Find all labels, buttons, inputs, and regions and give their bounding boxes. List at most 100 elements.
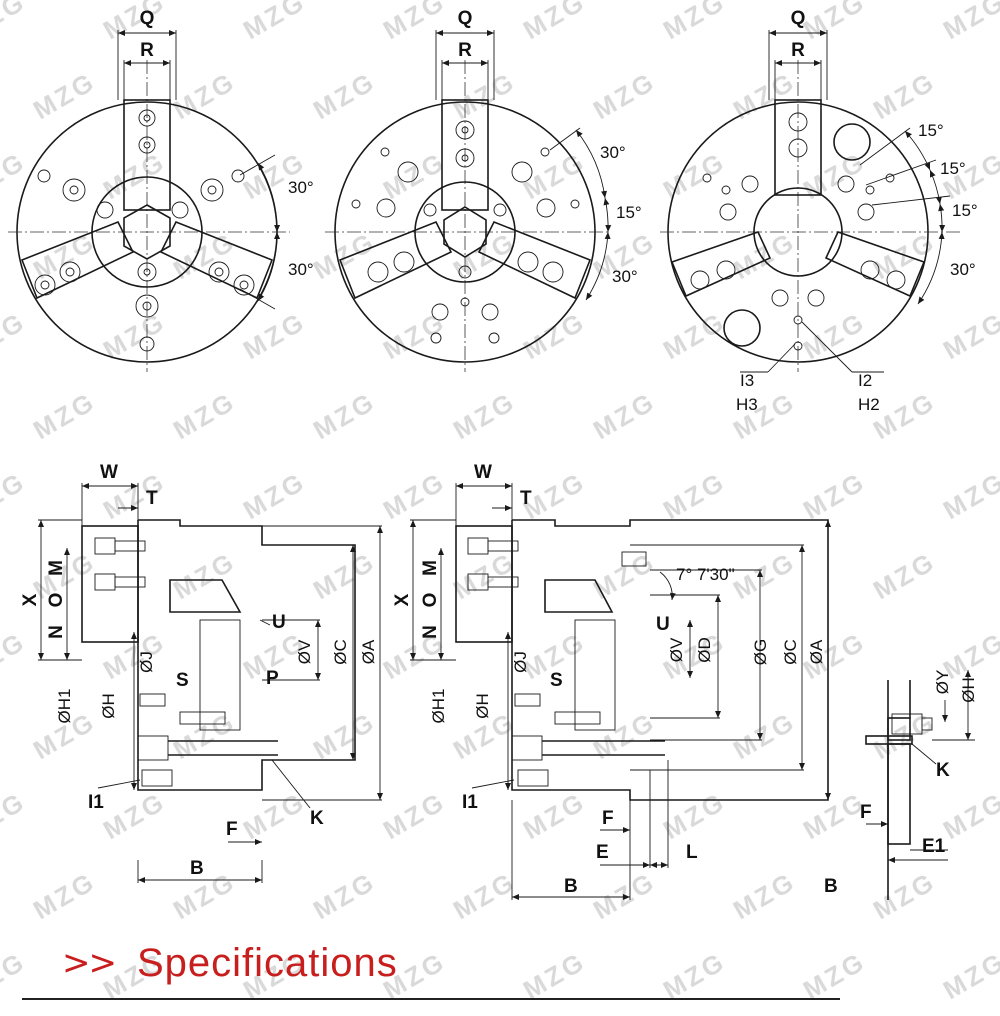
watermark-text: MZG xyxy=(308,546,381,605)
dim-label-i1: I1 xyxy=(88,792,104,813)
dim-label-b: B xyxy=(564,876,578,897)
dim-label-e: E xyxy=(596,842,609,863)
watermark-text: MZG xyxy=(0,626,31,685)
angle-label: 30° xyxy=(612,267,638,286)
front-view-labels: Q R Q R Q R 30° 30° 30° 15° 30° 15° 15° … xyxy=(140,8,978,414)
watermark-text: MZG xyxy=(0,146,31,205)
watermark-text: MZG xyxy=(378,0,451,45)
watermark-text: MZG xyxy=(938,466,1000,525)
watermark-text: MZG xyxy=(308,706,381,765)
dim-label-s: S xyxy=(176,670,189,691)
watermark-text: MZG xyxy=(588,706,661,765)
dim-label-u: U xyxy=(272,612,286,633)
hole-label-h2: H2 xyxy=(858,395,880,414)
dim-label-q: Q xyxy=(791,8,806,29)
dim-label-od: ØD xyxy=(695,637,714,663)
watermark-text: MZG xyxy=(168,866,241,925)
watermark-text: MZG xyxy=(798,946,871,1005)
dim-label-n: N xyxy=(46,625,67,639)
dim-label-w: W xyxy=(474,462,492,483)
section-heading: >> Specifications xyxy=(62,938,398,988)
watermark-text: MZG xyxy=(658,0,731,45)
watermark-text: MZG xyxy=(448,546,521,605)
dim-label-ov: ØV xyxy=(295,639,314,664)
dim-label-x: X xyxy=(20,593,41,606)
dim-label-m: M xyxy=(420,560,441,576)
angle-label: 30° xyxy=(288,260,314,279)
dim-label-r: R xyxy=(458,40,472,61)
dim-label-oh1: ØH1 xyxy=(429,689,448,724)
section-view-2 xyxy=(410,483,831,900)
dim-label-t: T xyxy=(146,488,158,509)
watermark-text: MZG xyxy=(28,226,101,285)
dim-label-q: Q xyxy=(140,8,155,29)
watermark-text: MZG xyxy=(28,66,101,125)
detail-view-labels: ØY ØH K F E1 B xyxy=(824,670,978,897)
angle-label: 15° xyxy=(918,121,944,140)
dim-label-oh: ØH xyxy=(959,677,978,703)
watermark-text: MZG xyxy=(868,866,941,925)
dim-label-k: K xyxy=(936,760,950,781)
watermark-text: MZG xyxy=(938,946,1000,1005)
watermark-text: MZG xyxy=(518,306,591,365)
hole-label-i3: I3 xyxy=(740,371,754,390)
dim-label-u: U xyxy=(656,614,670,635)
front-view-1 xyxy=(8,30,290,372)
watermark-text: MZG xyxy=(868,66,941,125)
dim-label-oj: ØJ xyxy=(511,651,530,673)
watermark-text: MZG xyxy=(518,786,591,845)
dim-label-b: B xyxy=(824,876,838,897)
watermark-text: MZG xyxy=(938,0,1000,45)
watermark-text: MZG xyxy=(308,226,381,285)
dim-label-f: F xyxy=(860,802,872,823)
watermark-text: MZG xyxy=(378,786,451,845)
watermark-text: MZG xyxy=(588,866,661,925)
watermark-text: MZG xyxy=(0,786,31,845)
dim-label-oy: ØY xyxy=(933,670,952,695)
watermark-text: MZG xyxy=(168,706,241,765)
angle-label: 15° xyxy=(940,159,966,178)
angle-label: 15° xyxy=(616,203,642,222)
dim-label-og: ØG xyxy=(751,639,770,665)
watermark-text: MZG xyxy=(378,146,451,205)
watermark-text: MZG xyxy=(728,706,801,765)
watermark-text: MZG xyxy=(0,946,31,1005)
front-view-2 xyxy=(325,30,612,372)
angle-label: 15° xyxy=(952,201,978,220)
watermark-text: MZG xyxy=(308,66,381,125)
watermark-text: MZG xyxy=(868,546,941,605)
angle-label: 30° xyxy=(950,260,976,279)
watermark-text: MZG xyxy=(728,546,801,605)
dim-label-q: Q xyxy=(458,8,473,29)
watermark-text: MZG xyxy=(658,466,731,525)
section-view-1-labels: W T X M O N ØJ S ØH1 ØH I1 U P ØV ØC ØA … xyxy=(20,462,378,879)
front-view-3 xyxy=(660,30,960,373)
dim-label-k: K xyxy=(310,808,324,829)
dim-label-o: O xyxy=(46,593,67,608)
dim-label-oa: ØA xyxy=(807,639,826,664)
section-view-2-labels: W T X M O N ØJ S ØH1 ØH I1 U ØV ØD ØG ØC… xyxy=(392,462,826,897)
watermark-text: MZG xyxy=(308,386,381,445)
watermark-text: MZG xyxy=(798,466,871,525)
watermark-text: MZG xyxy=(98,786,171,845)
watermark-text: MZG xyxy=(448,386,521,445)
dim-label-e1: E1 xyxy=(922,836,946,857)
watermark-text: MZG xyxy=(798,146,871,205)
watermark-text: MZG xyxy=(98,0,171,45)
watermark-text: MZG xyxy=(658,946,731,1005)
watermark-text: MZG xyxy=(168,546,241,605)
dim-label-oj: ØJ xyxy=(137,651,156,673)
heading-underline xyxy=(22,998,840,1000)
watermark-text: MZG xyxy=(938,306,1000,365)
hole-label-h3: H3 xyxy=(736,395,758,414)
angle-label: 30° xyxy=(288,178,314,197)
dim-label-oc: ØC xyxy=(331,639,350,665)
dim-label-oa: ØA xyxy=(359,639,378,664)
hole-label-i2: I2 xyxy=(858,371,872,390)
watermark-text: MZG xyxy=(168,66,241,125)
watermark-text: MZG xyxy=(518,0,591,45)
watermark-text: MZG xyxy=(518,946,591,1005)
watermark-text: MZG xyxy=(0,0,31,45)
dim-label-f: F xyxy=(226,819,238,840)
angle-label: 30° xyxy=(600,143,626,162)
